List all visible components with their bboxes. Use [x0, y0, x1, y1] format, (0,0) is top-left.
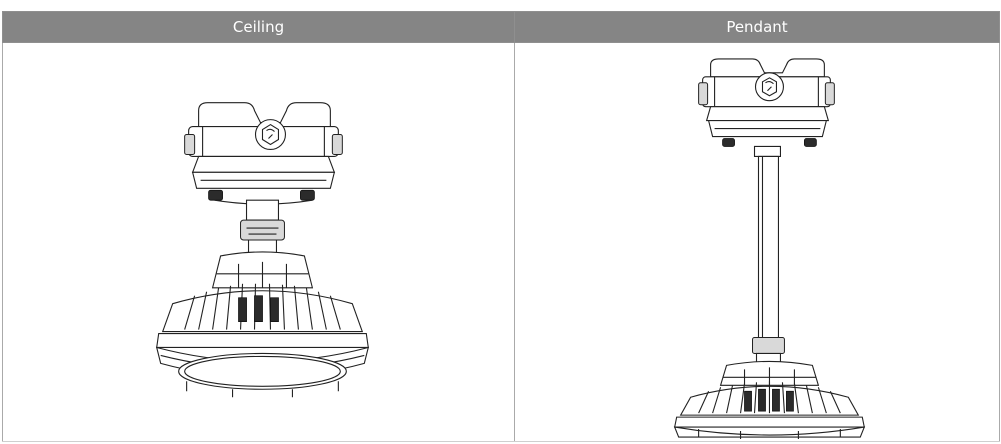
- mount-type-table: Ceiling Pendant: [2, 11, 1000, 442]
- cell-ceiling: [2, 42, 515, 442]
- ceiling-mount-drawing: [3, 43, 514, 441]
- table-header-row: Ceiling Pendant: [2, 11, 1000, 43]
- table-row: [2, 42, 1000, 442]
- pendant-mount-drawing: [515, 43, 999, 441]
- cell-pendant: [514, 42, 1000, 442]
- header-ceiling: Ceiling: [2, 11, 515, 43]
- header-pendant: Pendant: [514, 11, 1000, 43]
